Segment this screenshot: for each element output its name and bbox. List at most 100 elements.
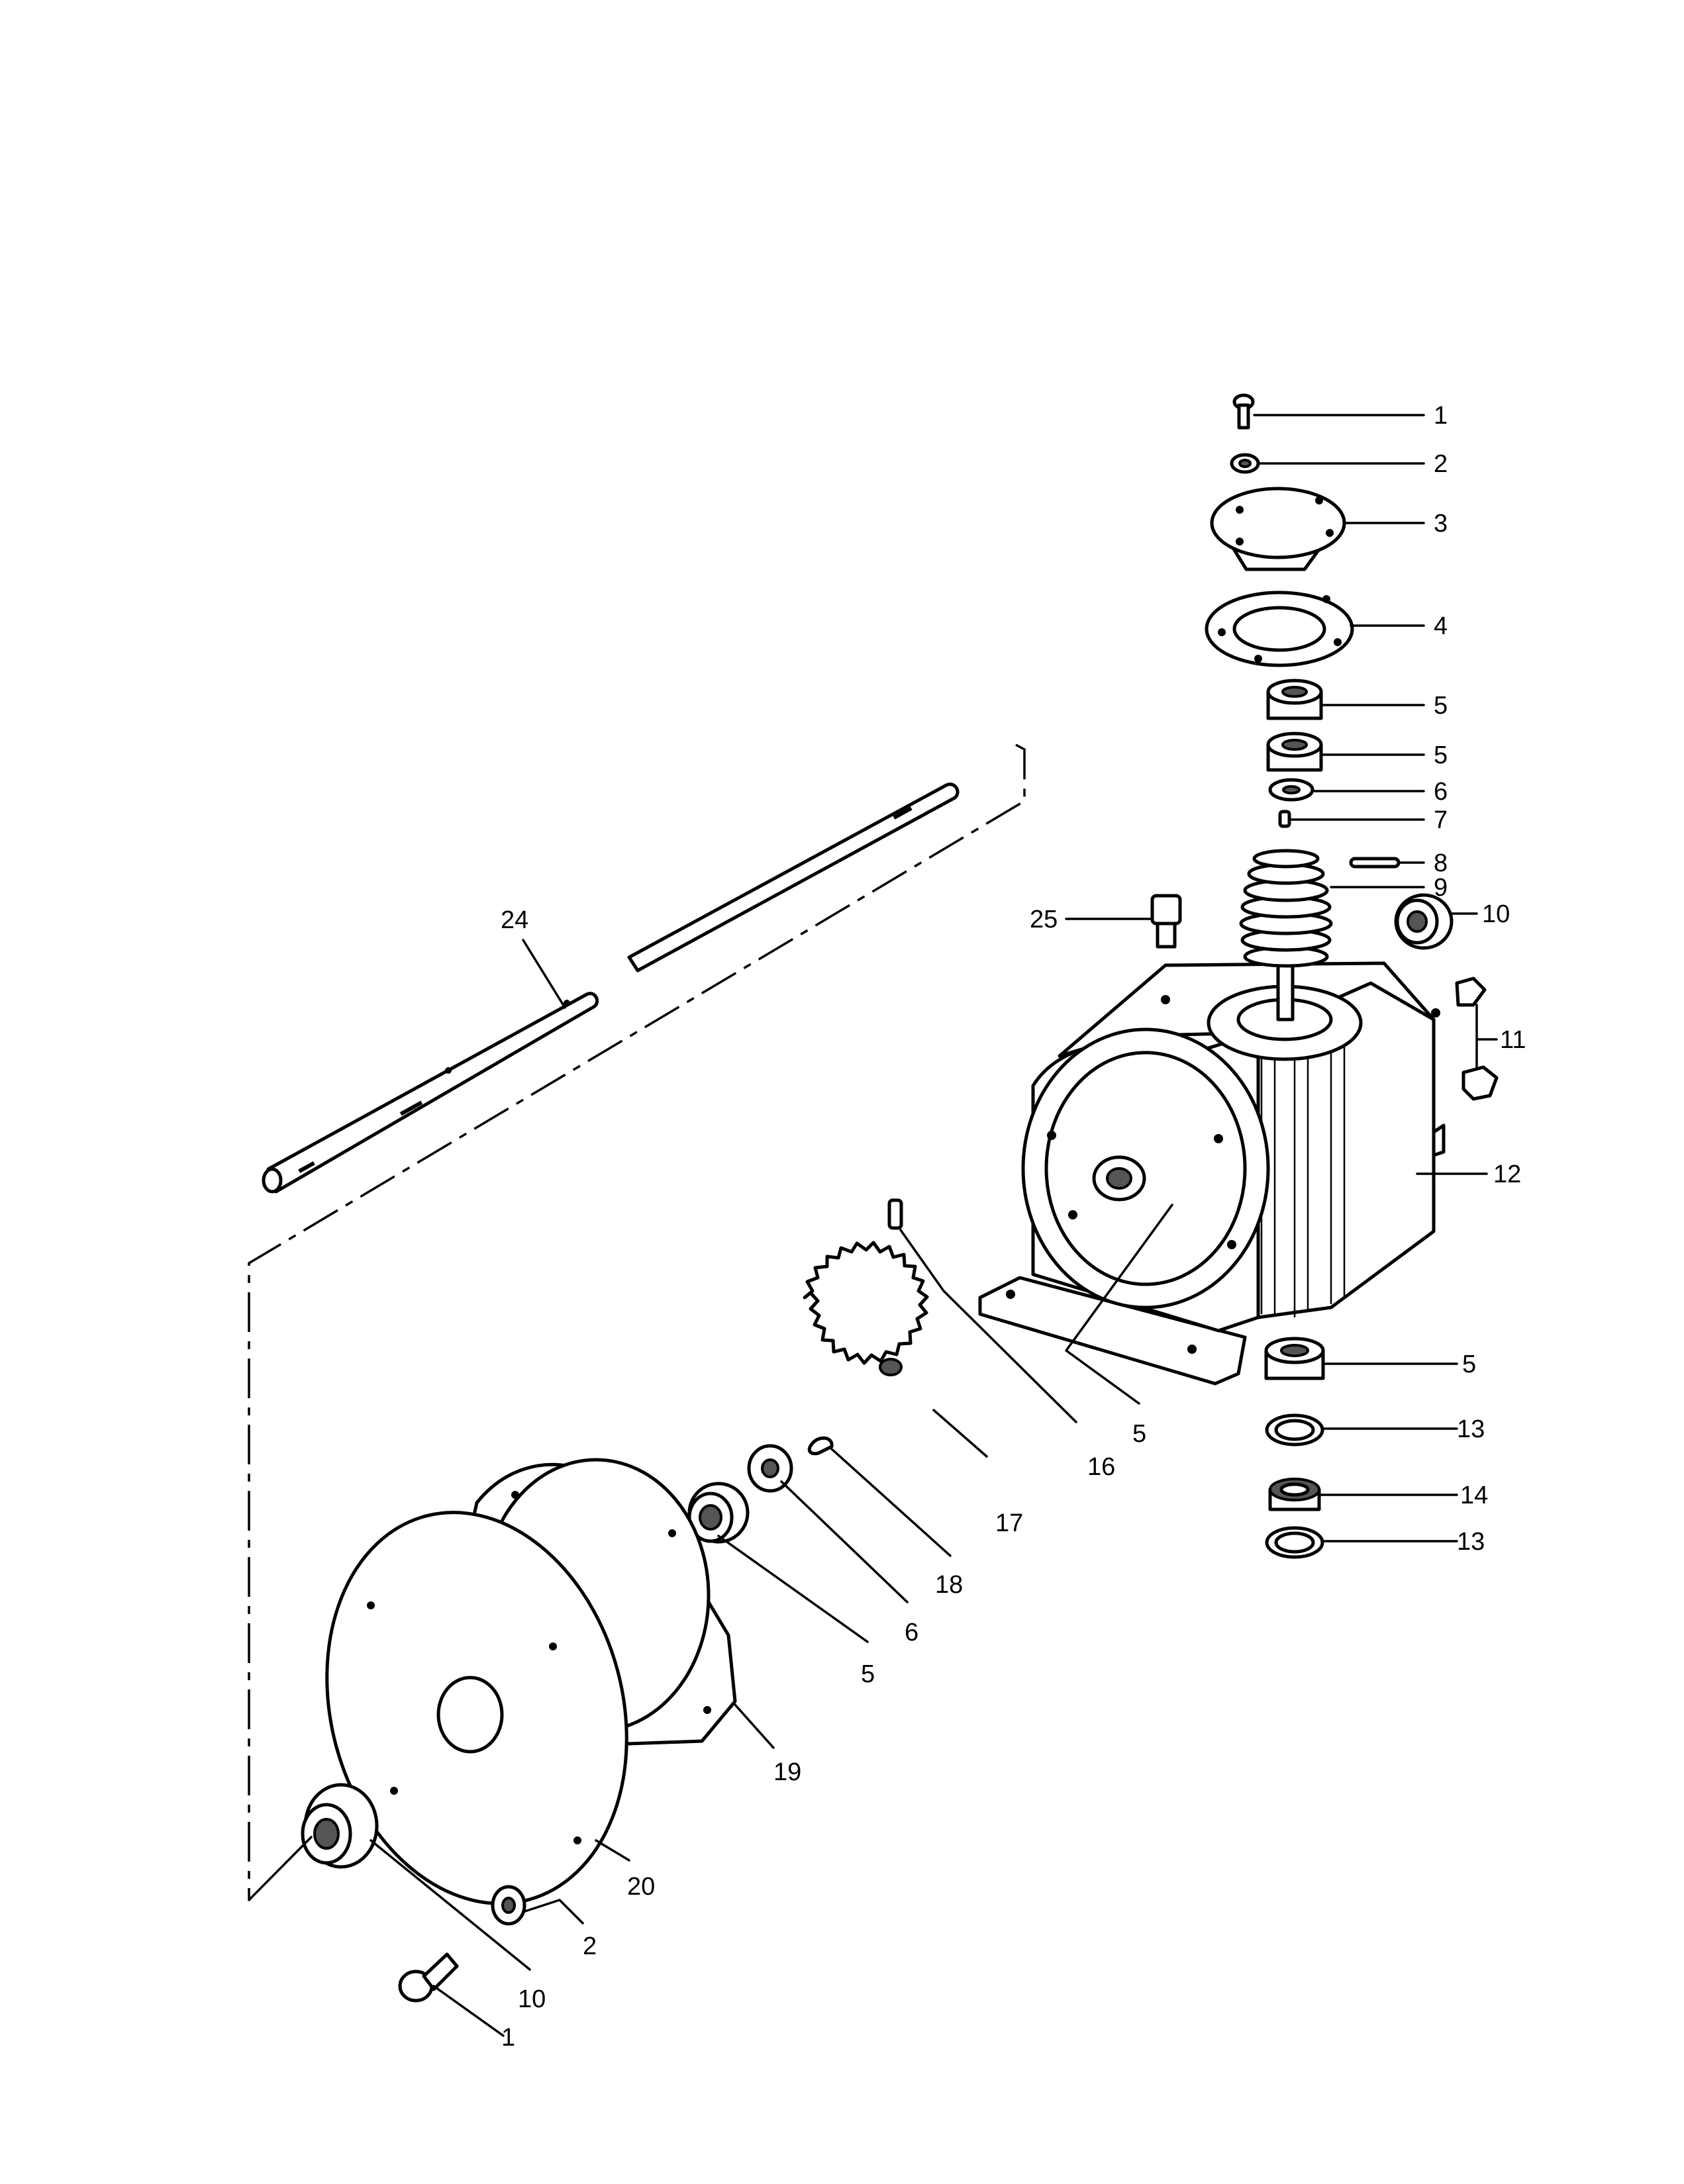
bearing-10-bottom-hole xyxy=(313,1818,340,1850)
label-13-a: 13 xyxy=(1457,1415,1485,1443)
label-16: 16 xyxy=(1087,1453,1115,1481)
label-5-b: 5 xyxy=(1434,741,1448,769)
label-7: 7 xyxy=(1434,806,1448,834)
label-3: 3 xyxy=(1434,510,1448,538)
snap-ring-2-inner xyxy=(1274,1531,1315,1554)
flange-hole-3 xyxy=(1214,1134,1223,1143)
label-5-d: 5 xyxy=(1132,1420,1146,1448)
bearing-1-hole xyxy=(1281,686,1308,698)
elbow-fitting-top xyxy=(1455,976,1487,1007)
shaft-upper xyxy=(627,783,960,973)
washer-bottom-hole xyxy=(501,1897,516,1914)
housing-bore xyxy=(1044,1051,1247,1286)
label-10-bottom: 10 xyxy=(518,1985,546,2013)
top-hole-1 xyxy=(1161,995,1170,1004)
label-25: 25 xyxy=(1030,906,1058,933)
cover-hole-3 xyxy=(1236,538,1244,546)
flange-hole-2 xyxy=(1068,1210,1077,1219)
elbow-fitting-bottom xyxy=(1461,1065,1499,1101)
bearing-left-hole xyxy=(699,1504,722,1531)
flange-hole-1 xyxy=(1047,1131,1056,1140)
front-assembly xyxy=(301,1198,929,2003)
label-5-e: 5 xyxy=(861,1660,875,1688)
gasket-19-hole-1 xyxy=(511,1491,519,1499)
worm-gear-teeth xyxy=(803,1241,929,1365)
shaft-end xyxy=(262,1167,283,1194)
flange-hole-4 xyxy=(1227,1240,1236,1249)
shaft-hole-2 xyxy=(564,1000,570,1006)
gear-housing xyxy=(978,961,1446,1386)
label-11: 11 xyxy=(1500,1026,1526,1054)
shaft-hole-1 xyxy=(445,1067,452,1074)
cover-hole-1 xyxy=(1236,506,1244,514)
base-hole-2 xyxy=(1187,1345,1197,1354)
cover-20-hole-1 xyxy=(367,1601,375,1609)
bearing-2-hole xyxy=(1281,739,1308,751)
gasket-hole-2 xyxy=(1322,595,1330,603)
worm-gear-hub xyxy=(879,1358,903,1376)
screw-bottom-shank xyxy=(422,1952,459,1991)
breather-plug-thread xyxy=(1156,922,1177,949)
label-12: 12 xyxy=(1493,1161,1521,1188)
cover-hole-4 xyxy=(1326,529,1334,537)
housing-hub-inner xyxy=(1106,1167,1132,1190)
bearing-lower-hole xyxy=(1280,1344,1309,1357)
label-9: 9 xyxy=(1434,874,1448,902)
washer-6-bottom-hole xyxy=(761,1458,779,1478)
seal-14-hole xyxy=(1279,1482,1310,1497)
gasket-hole-3 xyxy=(1254,655,1262,663)
housing-base xyxy=(978,1276,1247,1386)
label-20: 20 xyxy=(627,1873,655,1901)
cover-plate xyxy=(1210,487,1346,559)
bearing-10-top-hole xyxy=(1407,910,1428,933)
label-5-a: 5 xyxy=(1434,692,1448,720)
gasket-hole-1 xyxy=(1218,628,1226,636)
leader-lines xyxy=(248,414,1498,2037)
label-24: 24 xyxy=(501,906,528,934)
label-13-b: 13 xyxy=(1457,1528,1485,1556)
gasket-top-inner xyxy=(1232,606,1326,652)
label-4: 4 xyxy=(1434,612,1448,640)
callout-labels: 1 2 3 4 5 5 6 7 8 9 10 11 12 5 13 14 13 … xyxy=(501,402,1526,2052)
label-8: 8 xyxy=(1434,849,1448,877)
label-19: 19 xyxy=(773,1758,801,1786)
label-1-bottom: 1 xyxy=(501,2024,515,2052)
washer-top-hole xyxy=(1238,459,1252,468)
cover-20-hole-4 xyxy=(573,1836,581,1844)
pin-8 xyxy=(1349,857,1401,869)
snap-ring-1-inner xyxy=(1274,1419,1315,1441)
washer-6-top-hole xyxy=(1282,785,1301,794)
gasket-hole-4 xyxy=(1334,638,1342,646)
shaft-keyway-3 xyxy=(893,806,913,820)
key-7 xyxy=(1278,810,1291,828)
label-6-bottom: 6 xyxy=(905,1619,918,1646)
label-1-top: 1 xyxy=(1434,402,1448,430)
shaft-lower xyxy=(266,992,599,1194)
worm-stack xyxy=(1150,393,1499,1559)
cover-20-hole-2 xyxy=(549,1642,557,1650)
gasket-19-hole-3 xyxy=(703,1706,711,1714)
base-hole-1 xyxy=(1006,1290,1015,1299)
label-6-top: 6 xyxy=(1434,778,1448,806)
label-2-top: 2 xyxy=(1434,450,1448,478)
shaft-keyway-2 xyxy=(399,1100,423,1116)
set-screw-16 xyxy=(887,1198,903,1230)
cover-20-hole-3 xyxy=(390,1787,398,1795)
gasket-19-hole-2 xyxy=(668,1529,676,1537)
cover-plate-20-hub xyxy=(436,1676,504,1754)
label-2-bottom: 2 xyxy=(583,1932,597,1960)
shaft-assembly xyxy=(248,743,1026,1900)
breather-plug-body xyxy=(1150,894,1182,926)
label-14: 14 xyxy=(1460,1482,1488,1509)
cover-hole-2 xyxy=(1315,497,1323,504)
label-10-top: 10 xyxy=(1482,900,1510,928)
worm-thread xyxy=(1239,849,1333,968)
housing-boss xyxy=(1432,1123,1446,1157)
shaft-centerline xyxy=(248,743,1026,1900)
top-hole-2 xyxy=(1431,1008,1440,1018)
label-17: 17 xyxy=(995,1509,1023,1537)
screw-top-shank xyxy=(1237,403,1250,430)
shaft-keyway-1 xyxy=(298,1161,315,1173)
key-18 xyxy=(807,1436,834,1456)
